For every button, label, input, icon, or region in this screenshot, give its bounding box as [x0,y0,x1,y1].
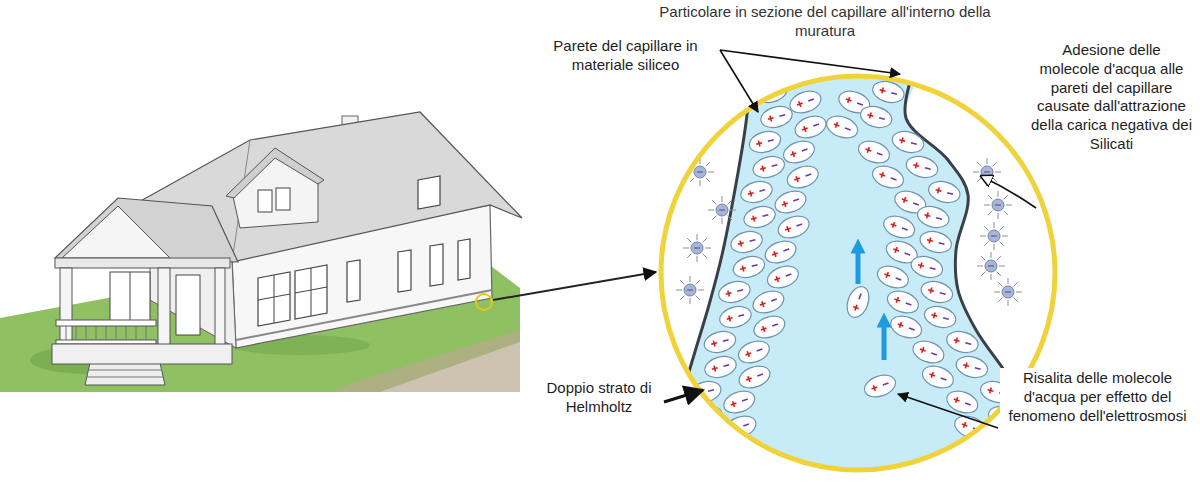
water-molecule [742,203,778,231]
water-molecule [843,284,873,321]
pointer-arrow [493,272,656,300]
water-molecule [918,228,954,256]
water-molecule [890,128,926,156]
detail-title: Particolare in sezione del capillare all… [640,2,1010,42]
water-molecule [910,337,947,367]
water-molecule [751,153,787,181]
water-molecule [716,278,752,306]
water-molecule [688,403,724,431]
water-molecule [750,287,787,317]
water-molecule [792,112,829,142]
water-molecule [717,303,753,331]
water-molecule [775,212,812,242]
silicate-charge [708,196,736,224]
helmholtz-label: Doppio strato di Helmholtz [536,378,662,418]
leader-lines [664,50,1036,428]
water-molecule [781,137,818,167]
electroosmosis-label: Risalita delle molecole d'acqua per effe… [1000,368,1195,426]
water-molecule [764,262,801,292]
detail-circle [661,76,1055,470]
water-molecule [881,212,918,242]
water-molecule [975,437,1012,467]
water-molecule [884,287,921,317]
rise-arrow [856,246,861,284]
water-molecule [870,162,907,192]
silicate-charge [973,158,1001,186]
silicate-charge [977,252,1005,280]
water-molecule [709,437,746,467]
water-molecule [762,237,799,267]
silicate-charge [980,222,1008,250]
water-molecule [751,312,788,342]
water-molecule [738,178,774,206]
water-molecule [919,278,955,306]
silicate-charge [683,234,711,262]
water-molecule [1009,428,1045,456]
water-molecule [787,87,824,117]
water-molecule [926,178,962,206]
water-molecule [675,428,711,456]
water-molecule [909,253,945,281]
water-molecule [721,387,758,417]
water-molecule [862,371,899,401]
water-molecule [784,162,821,192]
water-molecule [944,328,980,356]
water-molecule [919,362,956,392]
water-molecule [735,337,772,367]
house-illustration [0,112,522,392]
adhesion-label: Adesione delle molecole d'acqua alle par… [1028,40,1195,155]
wall-label: Parete del capillare in materiale silice… [533,36,718,76]
water-molecule [915,203,951,231]
water-molecule [858,103,894,131]
water-molecule [944,387,981,417]
water-molecule [772,187,809,217]
water-molecule [856,137,893,167]
water-molecule [736,362,773,392]
water-molecule [874,262,911,292]
water-molecule [731,253,767,281]
rise-arrow [882,320,887,360]
silicate-charge [984,191,1012,219]
water-molecule [729,228,765,256]
water-molecule [904,153,940,181]
water-molecule [954,353,990,381]
water-molecule [888,312,925,342]
silicate-charge [994,278,1022,306]
water-molecule [702,328,738,356]
water-molecule [758,103,794,131]
water-molecule [922,303,958,331]
water-molecule [824,112,861,142]
water-molecule [747,128,783,156]
silicate-charge [676,276,704,304]
water-molecule [702,353,738,381]
